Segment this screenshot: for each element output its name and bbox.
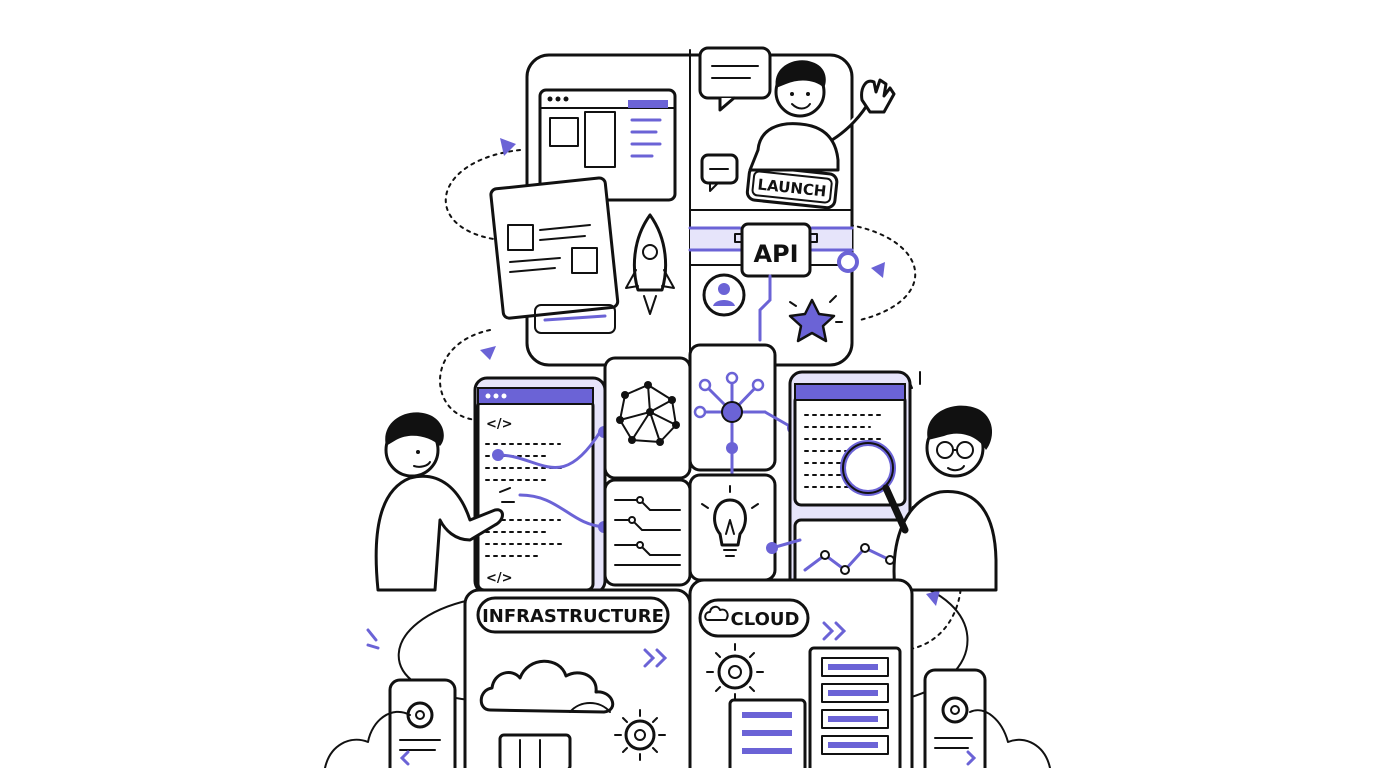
code-tag: </> [486,571,513,586]
chat-bubble-icon [698,46,772,112]
cloud-label: CLOUD [731,609,800,630]
lightbulb-block [688,473,802,582]
waving-person [748,60,896,172]
code-tag: </> [486,417,513,432]
gear-icon [941,696,969,724]
user-icon [702,273,746,317]
launch-button-graphic: LAUNCH [745,164,839,210]
rocket-icon [625,213,675,315]
lightbulb-icon [701,485,759,557]
hub-network-icon [693,371,799,492]
network-block [603,356,692,480]
circuit-block [603,478,692,587]
person-with-magnifier [840,371,998,592]
infrastructure-block: INFRASTRUCTURE [463,588,692,768]
floating-panel [489,176,620,334]
top-cube: LAUNCH API [489,46,896,367]
browser-window [538,88,677,202]
cloud-icon [479,659,615,714]
api-label: API [753,240,798,268]
side-panel-right [923,668,987,768]
infrastructure-label: INFRASTRUCTURE [482,606,664,627]
code-panel-left: </> </> [473,376,610,595]
orbit-arrow-icon [480,138,940,606]
pointing-person [374,412,515,592]
chat-bubble-icon [700,153,739,192]
bottom-row: INFRASTRUCTURE CLOUD [324,578,1051,768]
magnifier-icon [840,440,909,534]
side-panel-left [388,678,457,768]
api-connector: API [688,222,859,342]
hub-block [688,343,799,492]
star-icon [788,295,843,343]
network-icon [616,381,680,446]
gear-icon [406,701,434,729]
circuit-icon [614,496,681,566]
server-icon [808,646,902,768]
gear-icon [614,709,666,761]
server-icon [728,698,807,768]
cloud-block: CLOUD [688,578,914,768]
gear-icon [706,643,764,701]
